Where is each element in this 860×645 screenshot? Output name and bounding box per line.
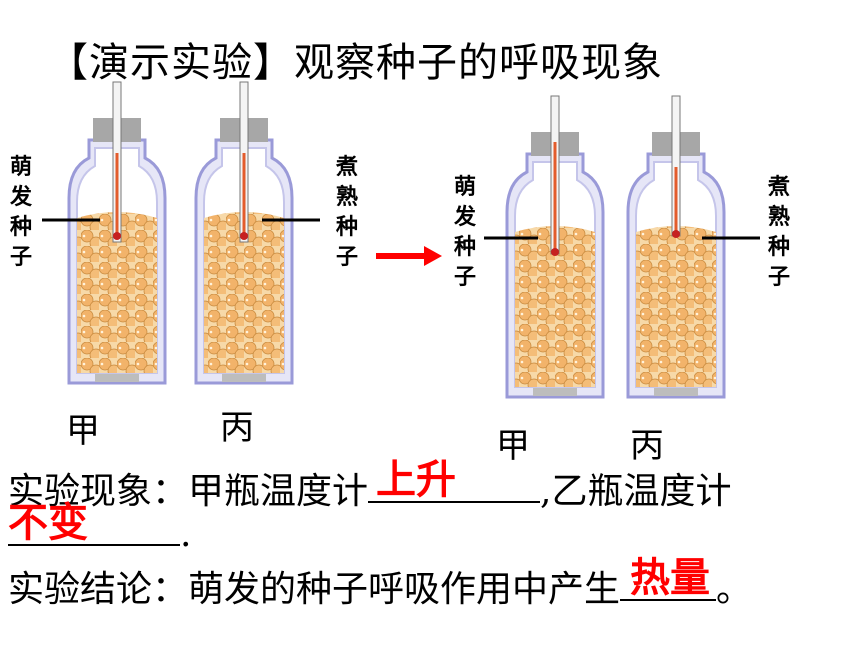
phenomenon-suffix: . bbox=[180, 514, 192, 555]
jar-label-c-left: 丙 bbox=[220, 408, 254, 448]
answer-blank-c: 热量 bbox=[620, 555, 717, 601]
answer-blank-b: 不变 bbox=[8, 500, 180, 546]
phenomenon-middle: ,乙瓶温度计 bbox=[540, 471, 732, 512]
answer-a: 上升 bbox=[376, 457, 457, 503]
phenomenon-line-2: 不变. bbox=[8, 500, 192, 555]
label-germinating-seeds-right: 萌发种子 bbox=[453, 174, 476, 290]
conclusion-line: 实验结论：萌发的种子呼吸作用中产生热量。 bbox=[8, 555, 753, 612]
label-germinating-seeds-left: 萌发种子 bbox=[9, 154, 32, 270]
label-boiled-seeds-left: 煮熟种子 bbox=[335, 154, 358, 270]
jar-label-c-right: 丙 bbox=[630, 426, 664, 466]
phenomenon-line: 实验现象：甲瓶温度计上升 ,乙瓶温度计 bbox=[8, 457, 732, 514]
experiment-diagram bbox=[42, 81, 760, 399]
jar-germinating-after bbox=[505, 95, 605, 399]
arrow-right-icon bbox=[376, 246, 442, 266]
label-boiled-seeds-right: 煮熟种子 bbox=[767, 174, 790, 290]
jar-boiled-after bbox=[626, 95, 726, 399]
page-title: 【演示实验】观察种子的呼吸现象 bbox=[48, 40, 663, 86]
jar-label-a-right: 甲 bbox=[496, 426, 530, 466]
conclusion-prefix: 实验结论：萌发的种子呼吸作用中产生 bbox=[8, 569, 621, 610]
jar-label-a-left: 甲 bbox=[66, 411, 100, 451]
jar-germinating-before bbox=[67, 81, 167, 385]
phenomenon-prefix: 实验现象：甲瓶温度计 bbox=[8, 471, 369, 512]
jar-boiled-before bbox=[194, 81, 294, 385]
answer-c: 热量 bbox=[630, 555, 711, 601]
answer-b: 不变 bbox=[8, 500, 88, 546]
conclusion-suffix: 。 bbox=[716, 569, 753, 610]
answer-blank-a: 上升 bbox=[368, 457, 541, 503]
